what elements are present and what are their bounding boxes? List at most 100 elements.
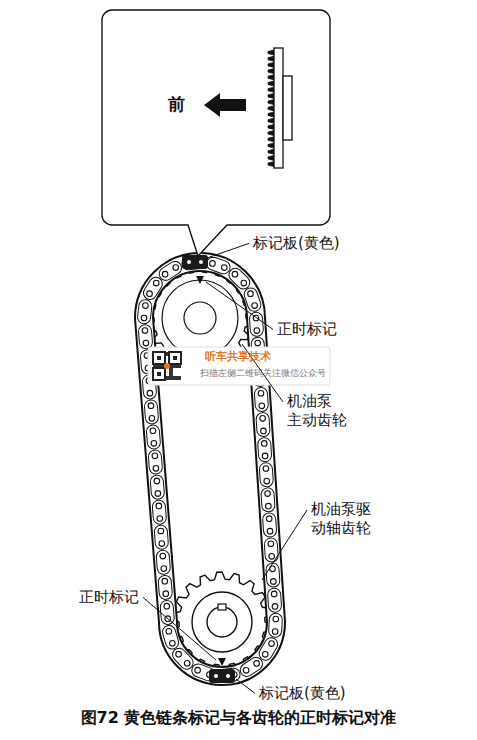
chain-pin: [222, 265, 228, 271]
chain-pin: [143, 340, 149, 346]
sprocket-tooth: [268, 81, 274, 86]
qr-logo: [164, 363, 170, 369]
marker-pin: [226, 674, 230, 678]
chain-link: [154, 525, 169, 550]
chain-link: [144, 399, 159, 424]
marker-plate: [209, 669, 235, 683]
chain-pin: [149, 415, 155, 421]
marks: [182, 255, 235, 683]
chain-link: [267, 588, 282, 613]
chain-link: [238, 655, 265, 679]
chain-pin: [158, 528, 164, 534]
chain-link: [146, 425, 161, 450]
sprocket-tooth: [268, 62, 274, 67]
leader-line: [143, 597, 216, 660]
chain-pin: [150, 428, 156, 434]
part-label: 标记板(黄色): [258, 684, 347, 703]
qr-finder-dot: [157, 372, 161, 376]
sprocket-tooth: [268, 131, 274, 136]
part-label: 机油泵驱 动轴齿轮: [310, 500, 381, 538]
chain-link: [264, 538, 279, 563]
chain-pin: [272, 604, 278, 610]
chain-band-inner: [144, 262, 276, 676]
chain-link: [170, 646, 196, 672]
sprocket-tooth: [268, 69, 274, 74]
chain-pin: [259, 403, 265, 409]
chain-pin: [264, 478, 270, 484]
chain-pin: [170, 640, 176, 646]
chain-pin: [195, 667, 201, 673]
chain-pin: [142, 328, 148, 334]
timing-chain: [137, 255, 283, 683]
chain-pin: [151, 440, 157, 446]
leader-lines: [143, 243, 307, 693]
chain-pin: [161, 566, 167, 572]
qr-cell: [169, 376, 173, 380]
chain-pin: [157, 516, 163, 522]
chain-pin: [156, 503, 162, 509]
sprocket-tooth: [268, 50, 274, 55]
chain-pin: [252, 303, 258, 309]
sprocket-tooth: [268, 106, 274, 111]
chain-pin: [155, 491, 161, 497]
chain-pin: [265, 491, 271, 497]
qr-cell: [165, 364, 169, 368]
leader-line: [236, 679, 255, 693]
chain-pin: [266, 516, 272, 522]
chain-link: [158, 575, 173, 600]
chain-link: [256, 412, 271, 437]
chain-band: [144, 262, 276, 676]
gear-hub: [184, 302, 216, 334]
chain-pin: [160, 553, 166, 559]
chain-pin: [232, 271, 238, 277]
sprocket-tooth: [268, 93, 274, 98]
chain-link: [157, 259, 184, 283]
qr-finder: [153, 352, 165, 364]
chain-link: [205, 255, 232, 275]
chain-pin: [141, 315, 147, 321]
chain-pin: [261, 428, 267, 434]
sprocket-tooth: [268, 56, 274, 61]
leader-line: [262, 510, 307, 580]
qr-cell: [177, 376, 181, 380]
gear-web: [162, 280, 238, 356]
chain-pin: [267, 528, 273, 534]
bubble-border: [102, 10, 330, 256]
chain-link: [259, 462, 274, 487]
chain-link: [268, 613, 282, 638]
chain-pin: [153, 466, 159, 472]
chain-link: [150, 475, 165, 500]
chain-link: [261, 487, 276, 512]
chain-pin: [176, 651, 182, 657]
chain-link: [161, 624, 180, 651]
chain-pin: [162, 271, 168, 277]
marker-pin: [187, 260, 191, 264]
sprocket-plate: [274, 48, 283, 168]
qr-cell: [157, 372, 161, 376]
callout-outline: [102, 10, 330, 225]
sprocket-tooth: [268, 112, 274, 117]
sprocket-tooth: [268, 162, 274, 167]
chain-pin: [154, 478, 160, 484]
chain-pin: [271, 591, 277, 597]
qr-cell: [173, 376, 177, 380]
chain-pin: [266, 503, 272, 509]
part-label: 正时标记: [78, 588, 140, 607]
qr-cell: [169, 372, 173, 376]
chain-pin: [255, 340, 261, 346]
chain-pin: [152, 453, 158, 459]
qr-finder-dot: [173, 356, 177, 360]
gear-web: [192, 592, 252, 652]
chain-pin: [243, 668, 249, 674]
sprocket-tooth: [268, 155, 274, 160]
chain-pin: [254, 328, 260, 334]
timing-mark: [196, 276, 204, 284]
part-label: 机油泵 主动齿轮: [286, 392, 357, 430]
chain-pin: [163, 591, 169, 597]
chain-pin: [263, 466, 269, 472]
chain-link: [262, 513, 277, 538]
chain-pin: [258, 390, 264, 396]
sprocket-tooth: [268, 137, 274, 142]
watermark-box: [148, 347, 330, 385]
chain-link: [152, 500, 167, 525]
